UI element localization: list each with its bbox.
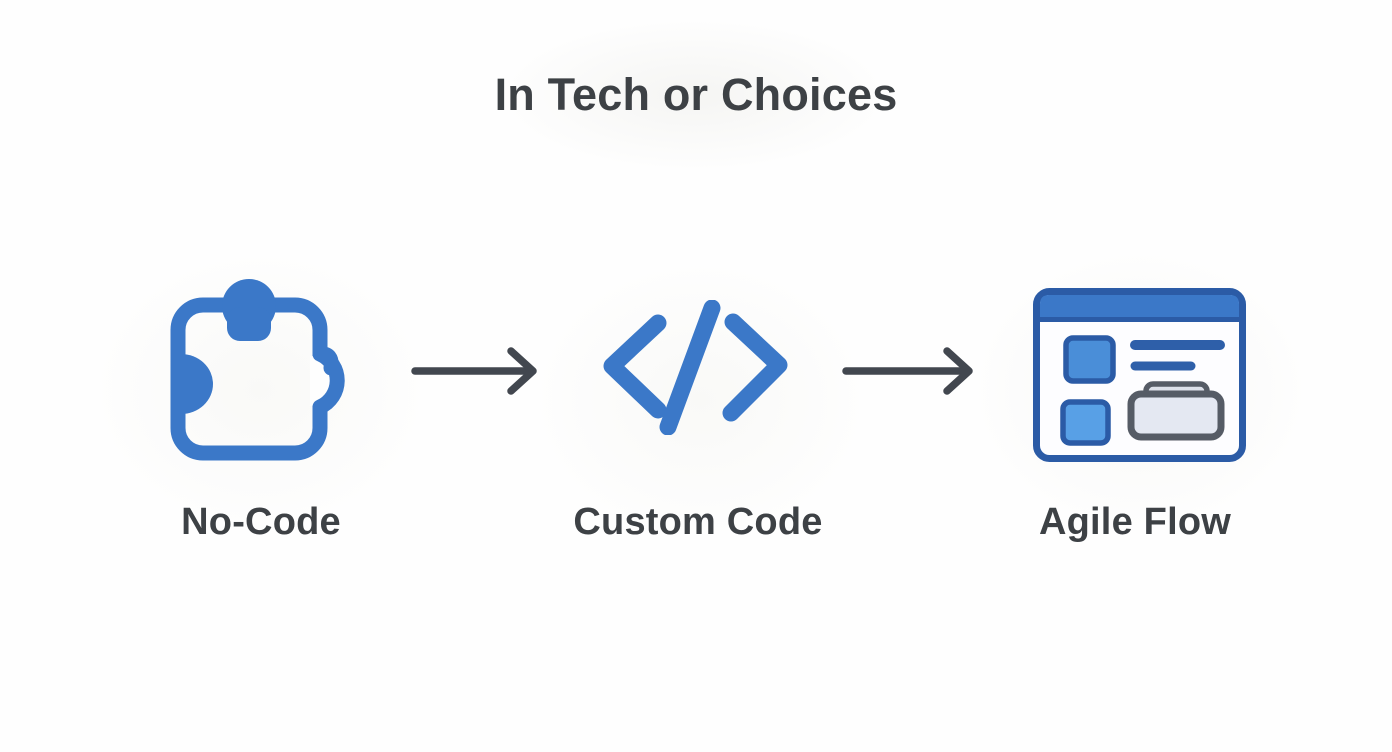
arrow-head [943,347,973,395]
browser-window-icon [1033,288,1246,462]
diagram-title: In Tech or Choices [494,69,898,120]
slash [659,300,721,435]
window-header-bar [1040,295,1239,321]
content-button [1127,390,1225,441]
right-angle-bracket [722,313,788,422]
left-angle-bracket [603,314,667,419]
flow-arrow-icon [842,347,973,395]
step-label-no-code: No-Code [181,501,341,543]
puzzle-left-bump [181,354,213,414]
puzzle-right-tab [312,346,345,415]
flow-arrow-icon [411,347,537,395]
content-square-small [1060,399,1111,446]
puzzle-top-knob-stem [227,307,271,341]
puzzle-piece-icon [170,279,345,461]
step-label-custom-code: Custom Code [573,501,823,543]
content-square-large [1063,335,1116,384]
code-brackets-icon [603,300,788,435]
arrow-head [507,347,537,395]
step-label-agile-flow: Agile Flow [1039,501,1231,543]
